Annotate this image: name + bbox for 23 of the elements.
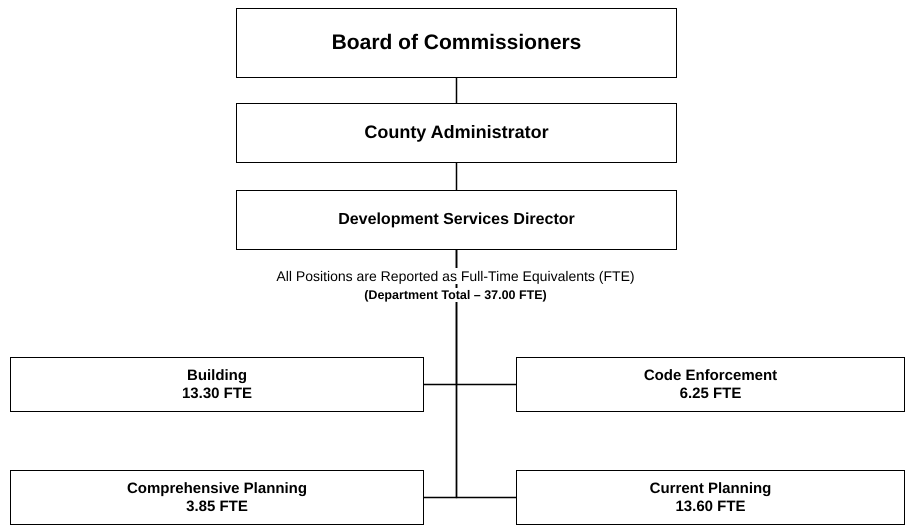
note-text: (Department Total – 37.00 FTE) [362,288,549,302]
unit-title: Board of Commissioners [332,30,582,56]
note-text: All Positions are Reported as Full-Time Equivalents (FTE) [274,268,637,284]
unit-title: Building [187,366,247,384]
fte-count: 13.60 FTE [675,498,746,516]
org-box [236,103,677,163]
connector-line [456,250,516,498]
org-box [236,8,677,78]
org-box [516,470,905,525]
unit-title: County Administrator [364,122,549,144]
unit-title: Current Planning [650,480,772,498]
org-box [236,190,677,250]
fte-count: 6.25 FTE [680,384,742,402]
unit-title: Comprehensive Planning [126,480,308,498]
unit-title: Code Enforcement [644,366,778,384]
connector-line [456,78,458,103]
org-box [10,357,424,412]
org-box [10,470,424,525]
fte-count: 3.85 FTE [186,498,248,516]
unit-title: Development Services Director [338,210,575,230]
org-box [516,357,905,412]
connector-line [456,163,458,190]
fte-count: 13.30 FTE [182,384,252,402]
